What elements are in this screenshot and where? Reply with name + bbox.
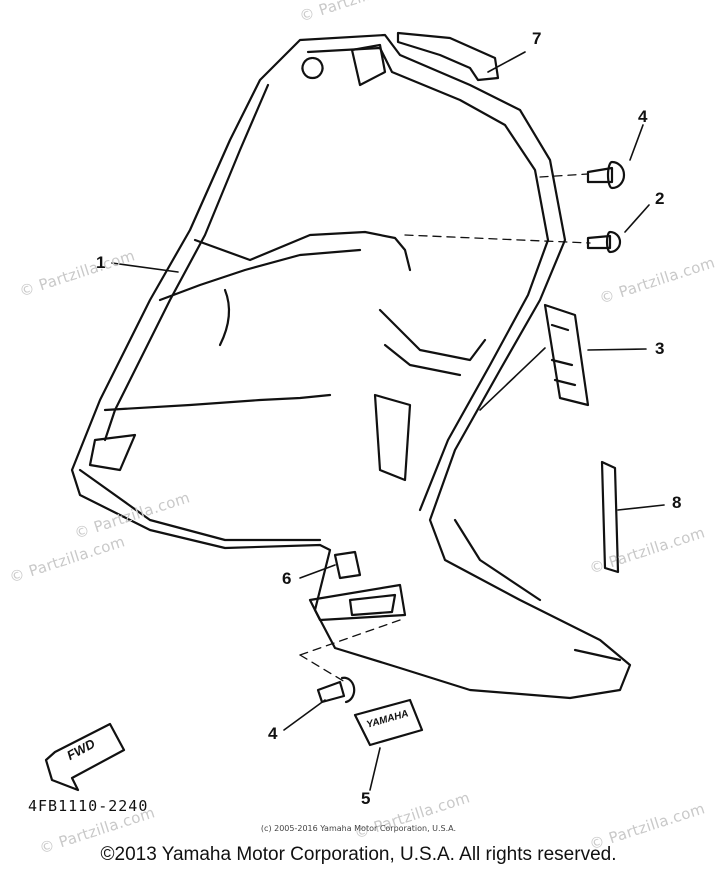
callout-1: 1: [96, 253, 106, 272]
part-7-strip: [396, 31, 500, 82]
callout-2: 2: [655, 189, 665, 208]
part-5-badge: [353, 698, 424, 747]
fwd-arrow: [44, 722, 126, 792]
callout-3: 3: [655, 339, 665, 358]
callout-4-upper: 4: [638, 107, 648, 126]
leg-shield-part-1: [70, 33, 632, 700]
part-6-clip: [333, 550, 362, 580]
main-copyright: ©2013 Yamaha Motor Corporation, U.S.A. A…: [100, 844, 617, 865]
callout-8: 8: [672, 493, 682, 512]
callout-6: 6: [282, 569, 292, 588]
callout-7: 7: [532, 29, 542, 48]
small-copyright: (c) 2005-2016 Yamaha Motor Corporation, …: [260, 824, 457, 833]
part-4-screw-upper: [586, 160, 626, 190]
part-2-screw: [586, 230, 622, 254]
part-8-strip: [600, 460, 620, 574]
part-code: 4FB1110-2240: [28, 797, 149, 815]
part-3-bracket: [543, 303, 590, 407]
callout-5: 5: [361, 789, 371, 808]
part-4-screw-lower: [316, 676, 356, 704]
callout-4-lower: 4: [268, 724, 278, 743]
